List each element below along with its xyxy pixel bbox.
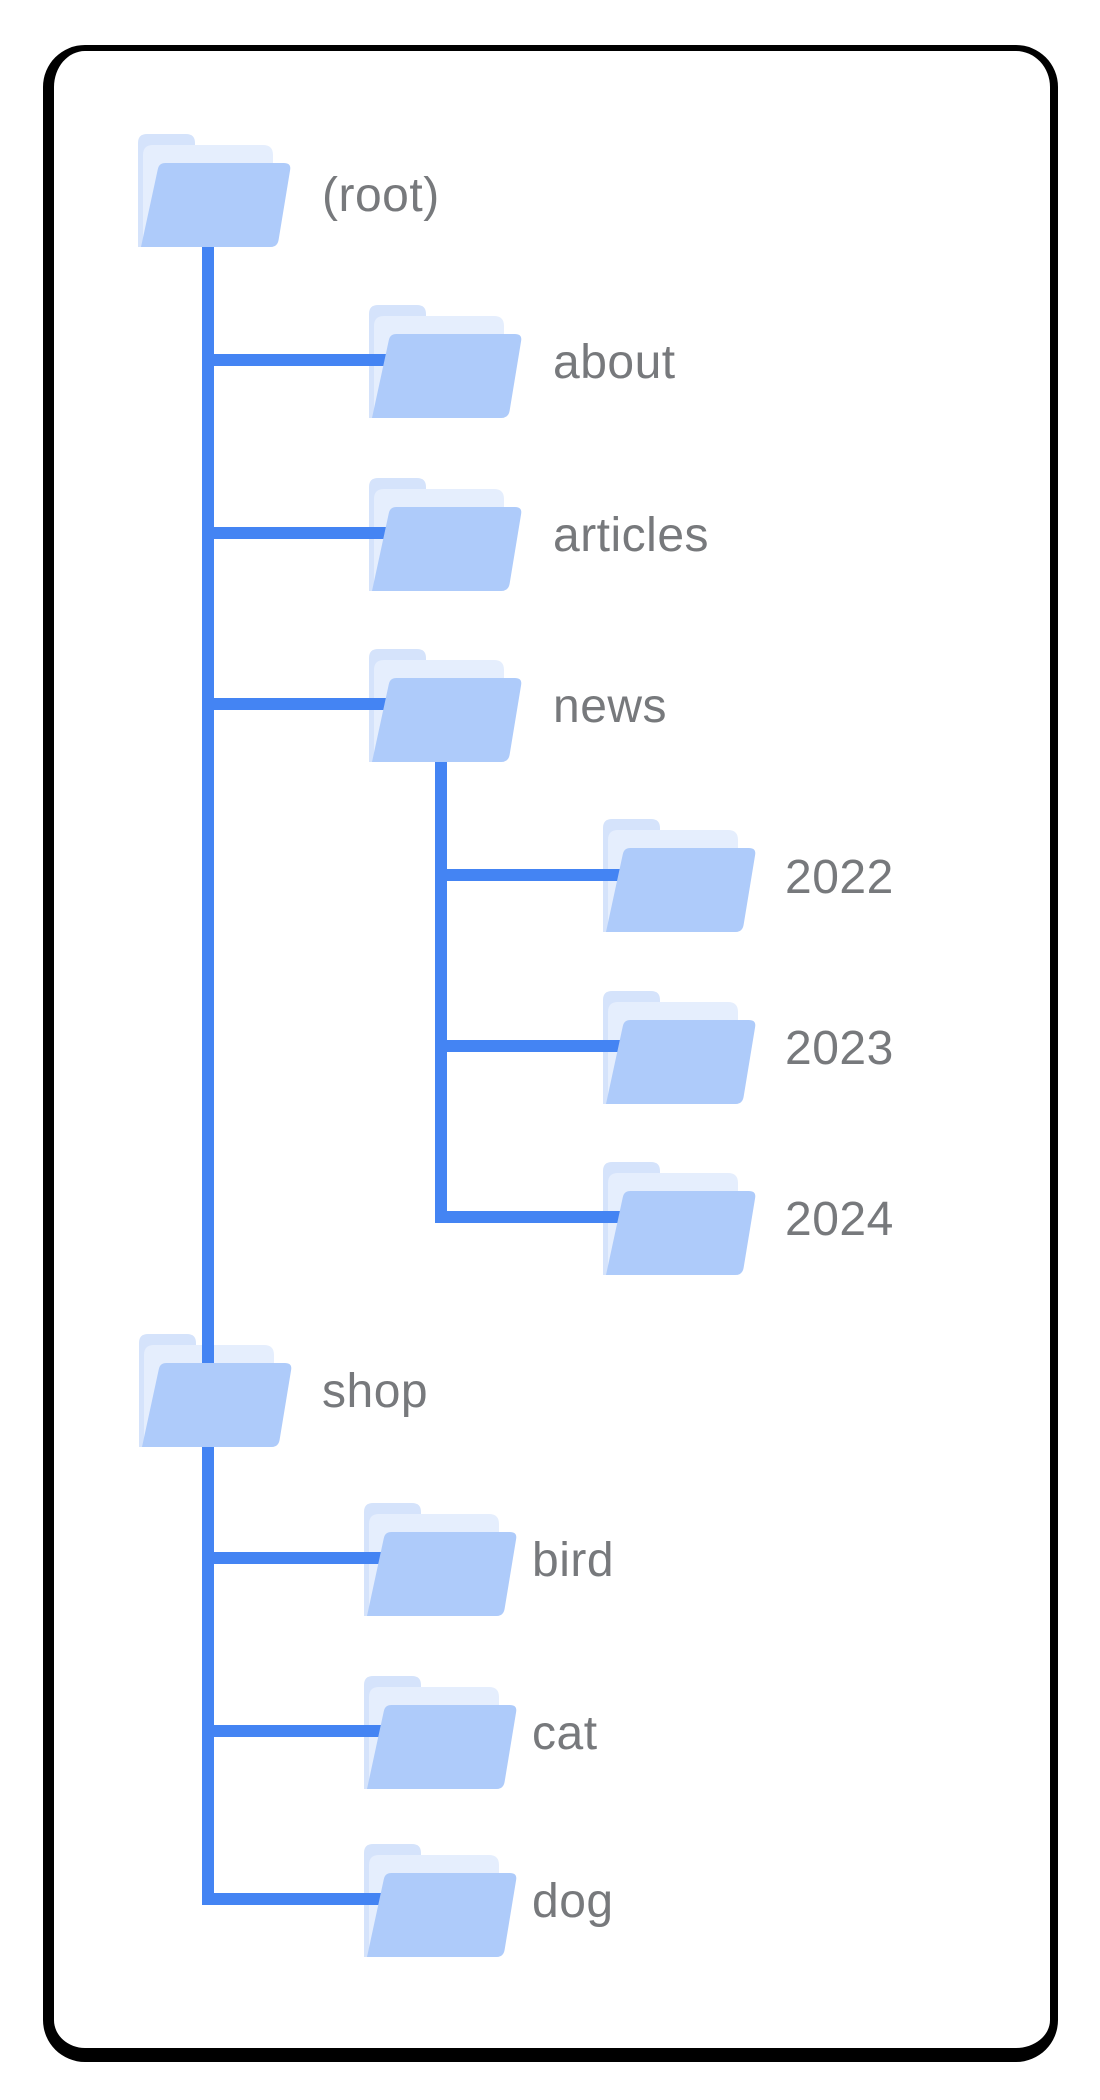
folder-icon-bird-front	[363, 1502, 518, 1616]
folder-label-articles: articles	[553, 509, 710, 562]
edge-root-articles	[202, 527, 395, 539]
folder-icon-2022-front	[602, 818, 757, 932]
edge-shop-cat	[202, 1725, 390, 1737]
edge-news-2023	[435, 1040, 628, 1052]
edge-shop-bird	[202, 1552, 390, 1564]
edge-root-news	[202, 698, 395, 710]
folder-icon-articles-front	[368, 477, 523, 591]
folder-icon-about-front	[368, 304, 523, 418]
trunk-news	[435, 742, 447, 1223]
trunk-root-to-dog	[202, 236, 214, 1905]
folder-icon-shop-front	[138, 1333, 293, 1447]
folder-label-dog: dog	[532, 1875, 614, 1928]
folder-icon-root-front	[137, 133, 292, 247]
edge-news-2024	[435, 1211, 628, 1223]
edge-shop-dog	[202, 1893, 390, 1905]
folder-label-about: about	[553, 336, 676, 389]
folder-label-root: (root)	[322, 169, 440, 222]
folder-label-cat: cat	[532, 1707, 598, 1760]
diagram-card-border	[43, 45, 1058, 2062]
folder-icon-cat-front	[363, 1675, 518, 1789]
folder-icon-news-front	[368, 648, 523, 762]
folder-label-news: news	[553, 680, 668, 733]
edge-root-about	[202, 354, 395, 366]
folder-label-2022: 2022	[785, 851, 894, 904]
folder-icon-2023-front	[602, 990, 757, 1104]
edge-news-2022	[435, 869, 628, 881]
folder-icon-2024-front	[602, 1161, 757, 1275]
folder-label-bird: bird	[532, 1534, 615, 1587]
folder-label-2023: 2023	[785, 1022, 894, 1075]
folder-label-shop: shop	[322, 1365, 429, 1418]
folder-icon-dog-front	[363, 1843, 518, 1957]
folder-label-2024: 2024	[785, 1193, 894, 1246]
